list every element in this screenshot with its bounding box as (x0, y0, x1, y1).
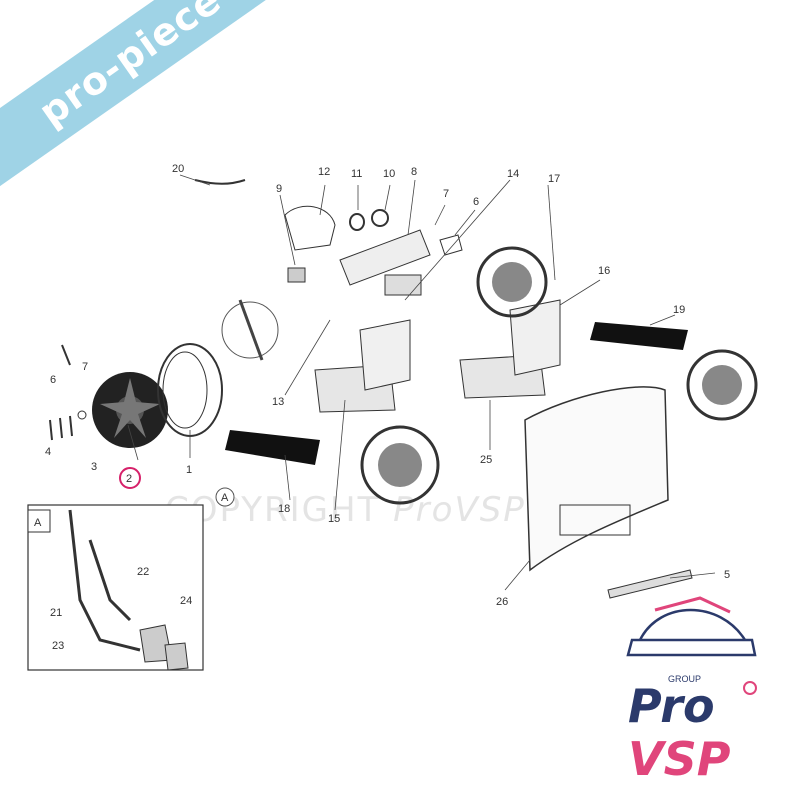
callout-8: 8 (411, 166, 417, 178)
callout-25: 25 (480, 454, 492, 466)
plate-recess (559, 504, 631, 536)
wheel-cover-part[interactable] (92, 372, 168, 448)
callout-7-top: 7 (443, 188, 449, 200)
bulb-part-6[interactable] (61, 344, 71, 366)
panel-part-14[interactable] (384, 274, 422, 296)
bolts-part-4[interactable] (49, 415, 73, 441)
seat-part-16[interactable] (459, 299, 561, 399)
callout-22: 22 (137, 566, 149, 578)
callout-20: 20 (172, 163, 184, 175)
callout-3: 3 (91, 461, 97, 473)
wheel-part-right[interactable] (686, 349, 758, 421)
callout-labels: 1 2 3 4 5 6 6 7 7 8 9 10 11 12 13 14 15 … (45, 163, 730, 652)
wheel-part-17[interactable] (476, 246, 548, 318)
wheel-part-center[interactable] (360, 425, 440, 505)
callout-18: 18 (278, 503, 290, 515)
callout-13: 13 (272, 396, 284, 408)
callout-7-left: 7 (82, 361, 88, 373)
cable-part-20[interactable] (194, 179, 246, 185)
logo-car-accent (654, 596, 731, 614)
callout-17: 17 (548, 173, 560, 185)
callout-24: 24 (180, 595, 192, 607)
callout-14: 14 (507, 168, 519, 180)
tyre-part[interactable] (157, 343, 223, 437)
trim-strip-part-5[interactable] (607, 569, 693, 599)
pedal-arm-part-21[interactable] (68, 509, 141, 652)
provsp-logo: GROUP Pro VSP (626, 596, 757, 786)
callout-6-top: 6 (473, 196, 479, 208)
logo-line1: Pro (628, 679, 715, 733)
logo-group-text: GROUP (668, 674, 701, 684)
callout-21: 21 (50, 607, 62, 619)
callout-15: 15 (328, 513, 340, 525)
logo-car-roof (638, 608, 747, 641)
callout-26: 26 (496, 596, 508, 608)
cap-part-3[interactable] (77, 410, 87, 420)
callout-12: 12 (318, 166, 330, 178)
pedal-detail-sketch (238, 299, 264, 361)
logo-car-body (626, 638, 757, 657)
callout-10: 10 (383, 168, 395, 180)
callout-1: 1 (186, 464, 192, 476)
callout-16: 16 (598, 265, 610, 277)
callout-4: 4 (45, 446, 51, 458)
logo-line2: VSP (628, 732, 731, 786)
ring-part-10[interactable] (371, 209, 389, 227)
tailgate-part-26[interactable] (524, 386, 669, 572)
callout-11: 11 (351, 168, 362, 180)
callout-23: 23 (52, 640, 64, 652)
callout-a-ref: A (221, 492, 229, 504)
logo-hex-icon (743, 681, 757, 695)
stripe-decal-19[interactable] (590, 322, 688, 350)
trim-part-6[interactable] (439, 234, 463, 256)
callout-5: 5 (724, 569, 730, 581)
stripe-decal-18[interactable] (225, 430, 320, 465)
inset-tag-box (27, 509, 51, 533)
inset-tag-label: A (34, 517, 42, 529)
pedal-arm-part-22[interactable] (88, 539, 132, 622)
pedal-pad-part-24b[interactable] (164, 642, 189, 671)
detail-circle-a (221, 301, 279, 359)
watermark-brand: ProVSP (393, 490, 526, 530)
highlight-callout-circle (119, 467, 141, 489)
detail-ref-circle (215, 487, 235, 507)
bracket-part-9[interactable] (287, 267, 306, 283)
callout-2: 2 (126, 473, 132, 485)
seat-part-15[interactable] (314, 319, 411, 413)
instrument-cluster-part[interactable] (284, 205, 336, 251)
callout-6-left: 6 (50, 374, 56, 386)
leader-lines (127, 174, 716, 591)
dashboard-panel-part[interactable] (339, 229, 431, 286)
ring-part-11[interactable] (349, 213, 365, 231)
callout-19: 19 (673, 304, 685, 316)
callout-9: 9 (276, 183, 282, 195)
